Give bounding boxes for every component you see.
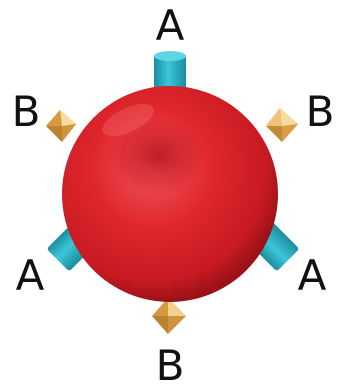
antigen-b-upper-right [266, 108, 298, 142]
label-lower-left-a: A [16, 251, 45, 300]
red-blood-cell [62, 86, 278, 302]
label-lower-right-a: A [298, 251, 327, 300]
label-upper-left-b: B [12, 87, 41, 136]
label-upper-right-b: B [306, 87, 335, 136]
antigen-b-bottom [152, 298, 186, 334]
label-top-a: A [156, 1, 185, 50]
label-bottom-b: B [156, 341, 185, 390]
antigen-b-upper-left [46, 110, 76, 142]
